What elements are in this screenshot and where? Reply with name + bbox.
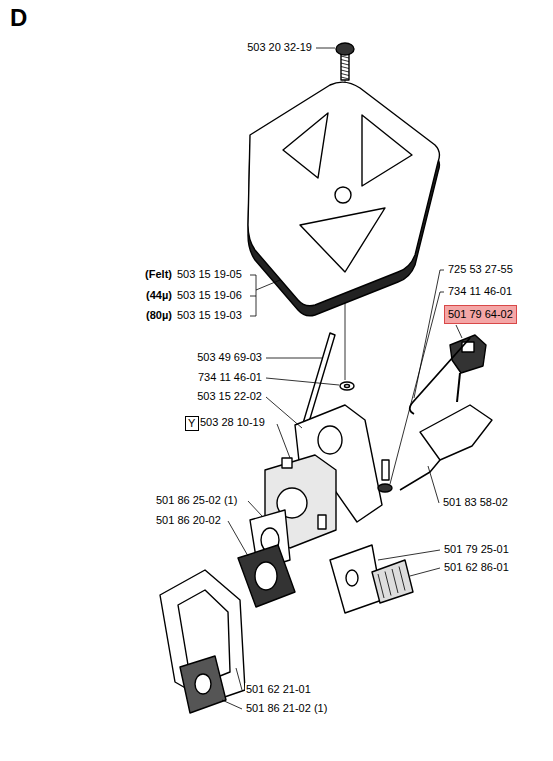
filter-cover: [248, 82, 439, 306]
part-number: 503 49 69-03: [196, 351, 263, 364]
leader-line: [266, 397, 302, 428]
leader-line: [378, 550, 440, 560]
thread-line: [341, 56, 349, 58]
insulator-bore: [255, 562, 277, 590]
filter-window: [283, 113, 328, 178]
part-number: 503 15 19-05: [176, 268, 243, 281]
part-number: 503 15 22-02: [196, 390, 263, 403]
part-number: 501 86 25-02 (1): [155, 494, 238, 507]
leader-line: [236, 668, 242, 690]
leader-line: [456, 325, 462, 338]
gasket-hole: [195, 674, 211, 694]
filter-grade: (44µ): [145, 289, 173, 302]
plate-hole: [346, 570, 358, 586]
filter-boss: [335, 187, 351, 203]
thread-line: [341, 77, 349, 79]
part-number: 734 11 46-01: [447, 285, 513, 298]
part-number: 501 86 21-02 (1): [245, 702, 328, 715]
choke-lever: [420, 405, 492, 460]
part-number: 503 15 19-03: [176, 309, 243, 322]
part-number: 501 86 20-02: [155, 514, 222, 527]
leader-line: [222, 700, 242, 709]
small-block: [372, 560, 413, 603]
bracket: [250, 275, 256, 316]
leader-line: [428, 466, 439, 503]
leader-line: [228, 521, 248, 556]
screw: [382, 460, 389, 480]
leader-line: [410, 568, 440, 576]
thread-line: [341, 67, 349, 69]
washer: [378, 484, 392, 492]
fin-line: [385, 572, 391, 596]
part-number: 503 15 19-06: [176, 289, 243, 302]
parts: [160, 43, 492, 713]
thread-line: [341, 60, 349, 62]
fin-line: [378, 574, 384, 598]
thread-line: [341, 70, 349, 72]
washer: [340, 382, 354, 390]
part-number: 501 79 25-01: [443, 543, 510, 556]
leader-line: [256, 280, 280, 290]
bolt-threads: [341, 56, 349, 79]
variant-mark: Y: [185, 416, 199, 431]
leader-line: [266, 378, 339, 385]
leader-line: [248, 501, 262, 516]
highlighted-part-number: 501 79 64-02: [444, 305, 517, 324]
bolt-shaft: [341, 52, 349, 80]
housing-gasket: [180, 656, 226, 713]
leader-line: [277, 424, 290, 458]
section-letter: D: [10, 4, 27, 32]
filter-window: [300, 208, 385, 272]
washer-hole: [345, 385, 350, 388]
filter-grade: (80µ): [145, 309, 173, 322]
knob-window: [462, 342, 474, 352]
leader-line: [316, 48, 335, 49]
fin-line: [392, 569, 398, 593]
insulator-block: [238, 545, 295, 607]
intake-housing: [160, 570, 245, 702]
fin-line: [399, 567, 405, 591]
filter-grade: (Felt): [144, 268, 173, 281]
part-number: 725 53 27-55: [447, 263, 514, 276]
adapter-bore: [318, 426, 342, 454]
leader-line: [390, 292, 444, 484]
part-number: 501 83 58-02: [442, 496, 509, 509]
block-fins: [378, 567, 405, 599]
part-number: 734 11 46-01: [197, 371, 263, 384]
part-number: 501 79 64-02: [448, 308, 513, 320]
knob-stem: [457, 373, 460, 402]
leader-line: [266, 358, 322, 359]
part-number: 501 62 21-01: [245, 683, 312, 696]
part-number: Y: [188, 417, 195, 429]
bolt-head: [336, 43, 354, 55]
part-number: 503 20 32-19: [246, 41, 313, 54]
carburettor-screw: [282, 458, 292, 468]
thread-line: [341, 74, 349, 76]
bracket: [250, 296, 256, 297]
carburettor-fitting: [318, 515, 326, 529]
thread-line: [341, 63, 349, 65]
part-number: 501 62 86-01: [443, 561, 510, 574]
filter-window: [362, 115, 412, 186]
part-number: 503 28 10-19: [199, 416, 266, 429]
